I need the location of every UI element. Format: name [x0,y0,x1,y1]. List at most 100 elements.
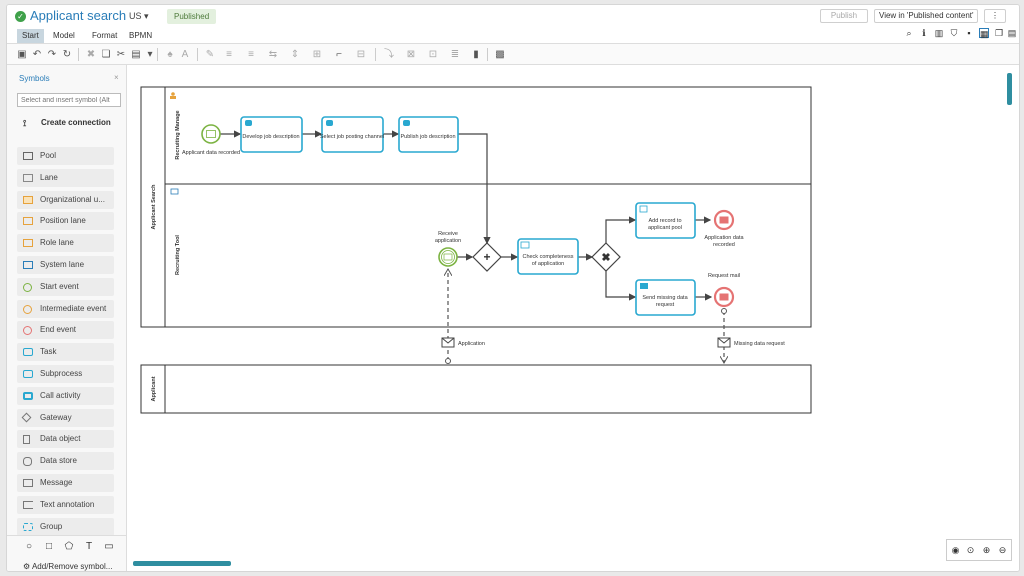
add-remove-symbols-button[interactable]: ⚙ Add/Remove symbol... [23,562,112,571]
symbol-item-intermediate-event[interactable]: Intermediate event [17,299,114,318]
task-send-missing[interactable]: Send missing data request [635,279,696,316]
x-icon: ✖ [601,252,610,264]
symbol-item-label: Group [40,521,63,531]
message-missing-data[interactable]: Missing data request [717,337,785,348]
pool-applicant[interactable]: Applicant [140,364,812,414]
symbol-item-data-object[interactable]: Data object [17,430,114,449]
insert-comment-icon[interactable]: ▩ [495,49,505,60]
spacing-icon[interactable]: ⇕ [290,49,300,60]
undo-icon[interactable]: ↶ [32,49,42,60]
horizontal-scrollbar[interactable] [133,561,231,566]
text-shape-icon[interactable]: T [85,541,93,552]
align-objects-icon[interactable]: ⊞ [312,49,322,60]
circle-shape-icon[interactable]: ○ [25,541,33,552]
task-select[interactable]: Select job posting channel [320,116,384,153]
symbol-item-role-lane[interactable]: Role lane [17,234,114,253]
pool-icon [23,152,33,160]
region-dropdown[interactable]: US ▾ [129,11,149,22]
refresh-icon[interactable]: ↻ [62,49,72,60]
layer-icon[interactable]: ≣ [450,49,460,60]
distribute-icon[interactable]: ⇆ [268,49,278,60]
symbol-item-subprocess[interactable]: Subprocess [17,365,114,383]
symbol-item-lane[interactable]: Lane [17,168,114,187]
pentagon-shape-icon[interactable]: ⬠ [64,541,74,552]
symbol-search-input[interactable] [17,93,121,107]
arrange-icon[interactable]: ⊟ [356,49,366,60]
more-options-button[interactable]: ⋮ [984,9,1006,23]
search-icon[interactable]: ⌕ [906,28,912,38]
symbol-item-group[interactable]: Group [17,517,114,536]
zoom-fit-icon[interactable]: ⊙ [966,545,975,555]
diagram-canvas[interactable]: Applicant Search Recruiting Manage Recru… [128,65,1019,571]
start-event[interactable]: Applicant data recorded [182,124,240,156]
format-painter-icon[interactable]: ♠ [167,49,173,60]
square-shape-icon[interactable]: □ [45,541,53,552]
task-check[interactable]: Check completeness of application [517,238,579,275]
symbol-item-end-event[interactable]: End event [17,321,114,340]
tab-start[interactable]: Start [17,29,44,43]
font-color-icon[interactable]: A [181,49,189,60]
end-event-request[interactable]: Request mail [708,273,740,308]
end-event-recorded[interactable]: Application data recorded [704,209,745,248]
publish-button[interactable]: Publish [820,9,868,23]
pen-icon[interactable]: ✎ [205,49,215,60]
pool-applicant-label: Applicant [151,376,157,401]
chart-icon[interactable]: ▥ [934,28,944,38]
group-objects-icon[interactable]: ⊠ [406,49,416,60]
table-icon[interactable]: ▤ [1007,28,1017,38]
task-add-record[interactable]: Add record to applicant pool [635,202,696,239]
cut-icon[interactable]: ✂ [116,49,126,60]
close-icon[interactable]: × [114,73,119,82]
symbol-item-task[interactable]: Task [17,343,114,362]
page-title: Applicant search [30,8,127,23]
symbol-item-data-store[interactable]: Data store [17,452,114,471]
pages-icon[interactable]: ❐ [994,28,1004,38]
exclusive-gateway[interactable]: ✖ [591,242,621,272]
symbol-item-system-lane[interactable]: System lane [17,256,114,274]
align-left-icon[interactable]: ≡ [226,49,232,60]
tab-model[interactable]: Model [53,31,75,40]
task-add-label-2: applicant pool [648,225,682,231]
view-published-button[interactable]: View in 'Published content' [874,9,978,23]
symbol-item-position-lane[interactable]: Position lane [17,212,114,231]
redo-icon[interactable]: ↷ [47,49,57,60]
comment-icon[interactable]: ▪ [967,28,971,38]
zoom-in-icon[interactable]: ⊕ [982,545,991,555]
copy-icon[interactable]: ❏ [101,49,111,60]
symbol-item-organizational-u[interactable]: Organizational u... [17,190,114,209]
order-icon[interactable]: ⊡ [428,49,438,60]
info-icon[interactable]: ℹ [922,28,926,38]
eye-icon[interactable]: ◉ [951,545,960,555]
symbol-item-text-annotation[interactable]: Text annotation [17,495,114,514]
tab-format[interactable]: Format [92,31,118,40]
task-icon [23,348,33,357]
clipboard-icon[interactable]: ▮ [473,49,479,60]
connection-icon: ⟟ [23,118,27,128]
receive-event[interactable]: Receive application [435,231,461,267]
shield-icon[interactable]: ⛉ [950,28,958,38]
symbol-item-gateway[interactable]: Gateway [17,408,114,427]
parallel-gateway[interactable]: + [472,242,502,272]
delete-icon[interactable]: ✖ [86,49,96,60]
route-icon[interactable]: ⤵ [384,49,394,60]
symbol-item-start-event[interactable]: Start event [17,277,114,296]
save-icon[interactable]: ▣ [17,49,27,60]
message-application[interactable]: Application [441,337,485,348]
symbol-item-label: Organizational u... [40,194,105,204]
image-shape-icon[interactable]: ▭ [104,541,114,552]
symbol-item-call-activity[interactable]: Call activity [17,386,114,405]
align-center-icon[interactable]: ≡ [248,49,254,60]
tab-bpmn[interactable]: BPMN [129,31,153,40]
vertical-scrollbar[interactable] [1007,73,1012,105]
paste-icon[interactable]: ▤ [131,49,141,60]
paste-dropdown-icon[interactable]: ▾ [147,49,153,60]
zoom-out-icon[interactable]: ⊖ [998,545,1007,555]
symbol-item-label: Lane [40,172,58,182]
task-publish[interactable]: Publish job description [398,116,459,153]
symbol-item-message[interactable]: Message [17,474,114,492]
connector-style-icon[interactable]: ⌐ [336,49,342,60]
task-develop[interactable]: Develop job description [240,116,303,153]
symbol-item-pool[interactable]: Pool [17,147,114,165]
layout-icon[interactable]: ▦ [979,28,989,39]
symbol-item-label: End event [40,325,77,335]
